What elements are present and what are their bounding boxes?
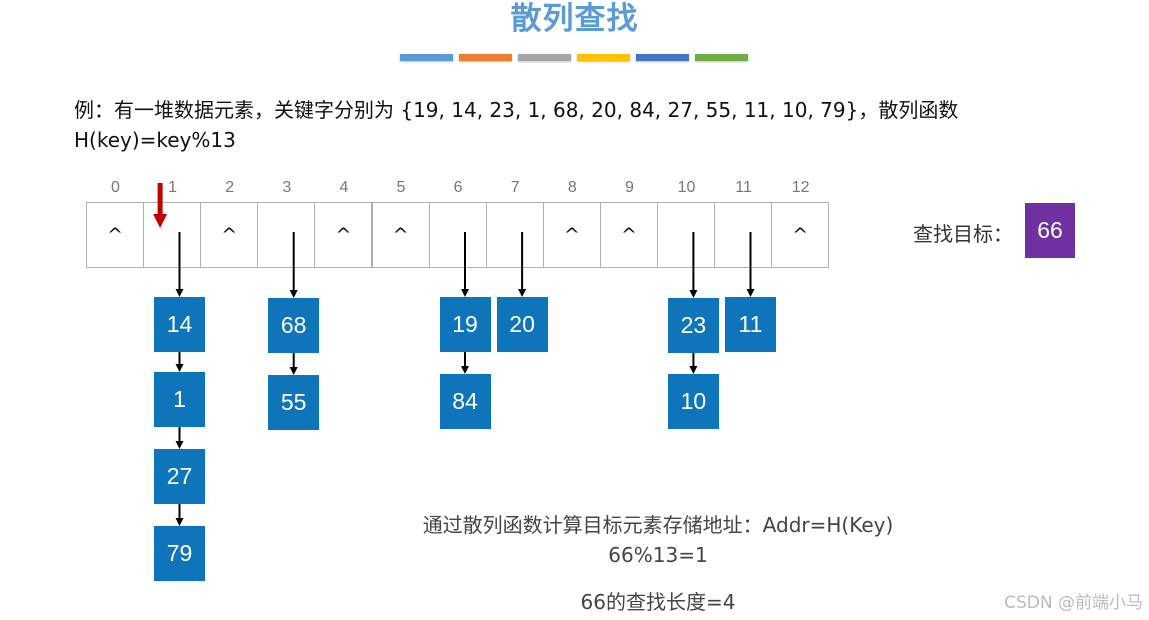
chain-node: 11 xyxy=(725,297,776,352)
chain-node: 79 xyxy=(154,526,205,581)
slot-index: 5 xyxy=(396,179,406,196)
slot-index: 9 xyxy=(624,179,634,196)
slot-index: 0 xyxy=(111,179,120,196)
slot-index: 8 xyxy=(567,179,577,196)
chain-node: 10 xyxy=(667,374,719,429)
color-bar-segment xyxy=(577,54,630,61)
slot-index: 10 xyxy=(677,179,696,196)
chain-node: 20 xyxy=(496,297,548,352)
hash-slot: ^ xyxy=(771,202,830,268)
watermark: CSDN @前端小马 xyxy=(1004,593,1143,613)
chain-node: 68 xyxy=(268,298,320,353)
problem-line-1: 例：有一堆数据元素，关键字分别为 {19, 14, 23, 1, 68, 20,… xyxy=(74,98,959,122)
hash-slot xyxy=(257,202,316,268)
hash-slot xyxy=(428,202,487,268)
slot-index: 6 xyxy=(453,179,463,196)
chain-node: 55 xyxy=(268,375,320,430)
chain-node: 84 xyxy=(439,374,491,429)
hash-slot: ^ xyxy=(599,202,658,268)
hash-slot: ^ xyxy=(200,202,259,268)
hash-slot xyxy=(143,202,202,268)
hash-slot xyxy=(657,202,716,268)
hash-slot: ^ xyxy=(314,202,373,268)
page-title: 散列查找 xyxy=(510,1,639,37)
chain-node: 14 xyxy=(154,297,205,352)
color-bar-segment xyxy=(459,54,512,61)
color-bar xyxy=(400,54,748,61)
target-label: 查找目标： xyxy=(913,222,1013,246)
slot-index: 11 xyxy=(735,179,752,196)
slot-index: 7 xyxy=(510,179,520,196)
problem-line-2: H(key)=key%13 xyxy=(74,128,236,152)
slot-index: 4 xyxy=(339,179,349,196)
caption-search-length: 66的查找长度=4 xyxy=(580,590,736,614)
slot-index: 12 xyxy=(791,179,810,196)
hash-slot: ^ xyxy=(542,202,601,268)
caption-address: 通过散列函数计算目标元素存储地址：Addr=H(Key) xyxy=(422,513,894,537)
color-bar-segment xyxy=(695,54,748,61)
hash-table: ^^^^^^^ xyxy=(86,202,830,268)
chain-node: 27 xyxy=(154,449,205,504)
color-bar-segment xyxy=(636,54,689,61)
slot-index: 2 xyxy=(225,179,235,196)
slot-index: 1 xyxy=(168,179,178,196)
hash-slot: ^ xyxy=(86,202,145,268)
hash-slot: ^ xyxy=(371,202,430,268)
hash-slot xyxy=(714,202,773,268)
chain-node: 19 xyxy=(439,297,491,352)
hash-slot xyxy=(485,202,544,268)
caption-computation: 66%13=1 xyxy=(608,543,708,567)
chain-node: 1 xyxy=(154,372,205,427)
problem-statement: 例：有一堆数据元素，关键字分别为 {19, 14, 23, 1, 68, 20,… xyxy=(74,95,1034,155)
color-bar-segment xyxy=(518,54,571,61)
chain-node: 23 xyxy=(667,298,719,353)
slot-index: 3 xyxy=(282,179,292,196)
color-bar-segment xyxy=(400,54,453,61)
target-value-box: 66 xyxy=(1025,203,1075,258)
